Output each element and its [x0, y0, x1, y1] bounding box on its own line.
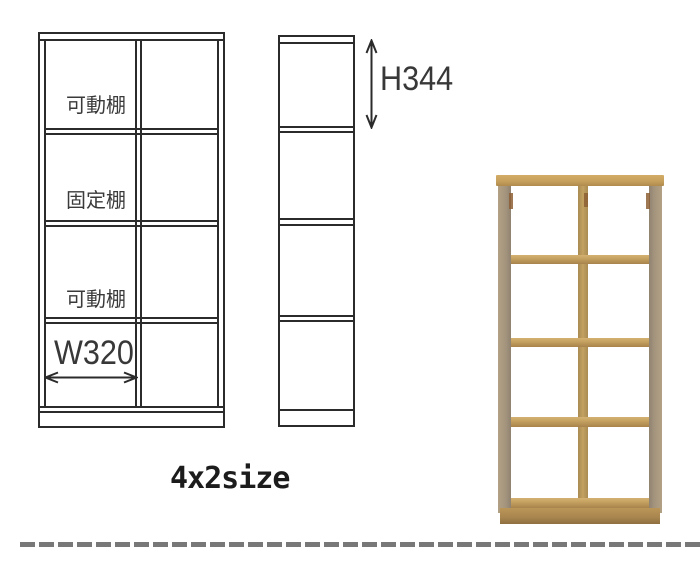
base-top-line — [280, 409, 353, 411]
shelf-divider-line — [46, 133, 217, 135]
base-top-line — [40, 406, 223, 408]
height-dimension-label: H344 — [380, 60, 454, 98]
size-caption: 4x2size — [170, 461, 290, 496]
shelf-divider-line — [46, 322, 217, 324]
photo-joinery-mark — [646, 193, 650, 209]
width-dimension-label: W320 — [54, 334, 134, 372]
photo-center-divider — [578, 186, 588, 508]
photo-shelf-board — [511, 417, 649, 427]
front-view-drawing — [38, 32, 225, 428]
photo-top-plate — [496, 175, 664, 186]
shelf-divider-line — [46, 225, 217, 227]
photo-shelf-board — [511, 338, 649, 347]
photo-right-side-panel — [649, 186, 662, 513]
shelf-divider-line — [46, 317, 217, 319]
photo-joinery-mark — [584, 193, 588, 207]
photo-base-plinth — [500, 508, 660, 524]
photo-shelf-board — [511, 255, 649, 264]
dashed-divider-line — [20, 542, 700, 547]
shelf-divider-line — [280, 224, 353, 226]
product-photo-shelf — [496, 175, 664, 525]
shelf-divider-line — [280, 320, 353, 322]
photo-joinery-mark — [509, 193, 513, 209]
height-dimension-arrow — [365, 39, 378, 129]
frame-inner-top-line — [280, 42, 353, 44]
shelf-divider-line — [280, 218, 353, 220]
width-dimension-arrow — [44, 371, 138, 384]
shelf-divider-line — [280, 126, 353, 128]
fixed-shelf-label: 固定棚 — [66, 188, 126, 212]
center-divider-line — [140, 41, 142, 408]
frame-inner-top-line — [40, 39, 223, 41]
photo-left-side-panel — [498, 186, 511, 513]
shelf-divider-line — [46, 220, 217, 222]
photo-shelf-board — [511, 498, 649, 508]
frame-inner-right-line — [217, 39, 219, 408]
shelf-divider-line — [280, 315, 353, 317]
shelf-divider-line — [46, 128, 217, 130]
movable-shelf-label-bottom: 可動棚 — [66, 287, 126, 311]
center-divider-line — [135, 41, 137, 408]
base-top-line — [40, 411, 223, 413]
shelf-divider-line — [280, 131, 353, 133]
side-view-drawing — [278, 35, 355, 427]
movable-shelf-label-top: 可動棚 — [66, 93, 126, 117]
frame-inner-left-line — [44, 39, 46, 408]
